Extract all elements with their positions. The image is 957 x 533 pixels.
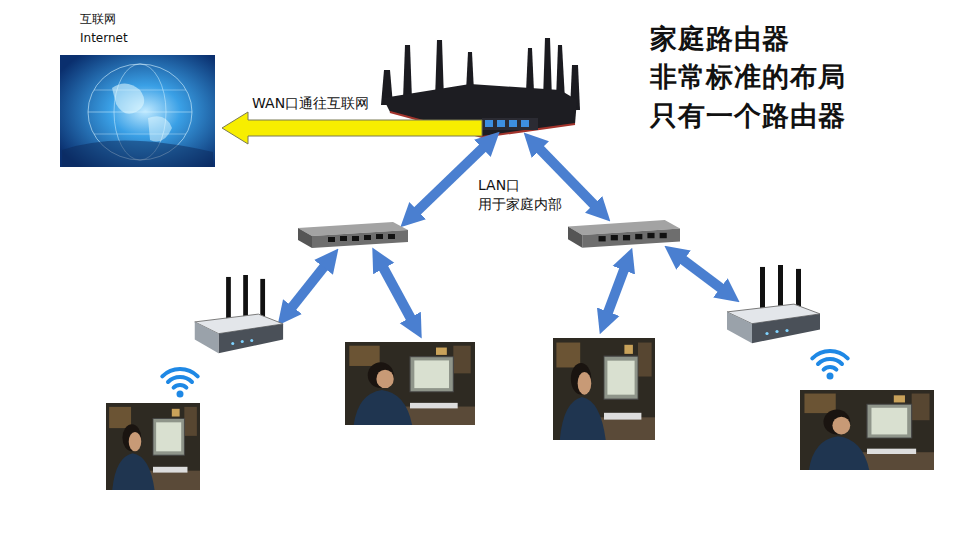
switch-image [298,222,408,248]
node-label: Internet [80,29,217,48]
internet-globe [112,83,144,113]
lan-arrow [674,253,730,295]
wifi-symbol [812,351,847,380]
internet-globe [88,112,192,113]
user-photo [106,338,934,490]
lan-arrow [378,258,416,328]
switch-image [568,220,680,248]
node-label: 互联网 [80,10,217,29]
wan-arrow [222,112,482,144]
internet-globe [94,134,186,135]
internet-globe [60,55,215,167]
user-photo [800,390,934,470]
user-photo [106,403,200,490]
lan-arrow [285,140,730,328]
router-image [526,48,534,92]
access-point-image [727,265,820,343]
internet-node: 互联网Internet [62,10,217,170]
user-photo [553,338,655,440]
router-image [509,120,517,127]
router-image [521,120,529,127]
router-image [403,45,412,100]
router-image [497,120,505,127]
arrow-label: LAN口 用于家庭内部 [478,176,570,214]
lan-arrow [285,258,331,316]
wifi-symbol [162,351,847,398]
switch-image [298,220,680,248]
lan-arrow [604,259,628,323]
internet-globe [60,55,215,167]
arrow-label: WAN口通往互联网 [252,94,369,113]
internet-globe [148,116,172,141]
internet-globe [62,140,213,167]
wan-arrow [222,112,482,144]
router-image [482,118,538,130]
wifi-symbol [162,369,197,398]
access-point-image [195,265,820,353]
user-photo [345,342,475,425]
access-point-image [195,275,283,353]
router-image [485,120,493,127]
diagram-title: 家庭路由器 非常标准的布局 只有一个路由器 [650,20,861,135]
